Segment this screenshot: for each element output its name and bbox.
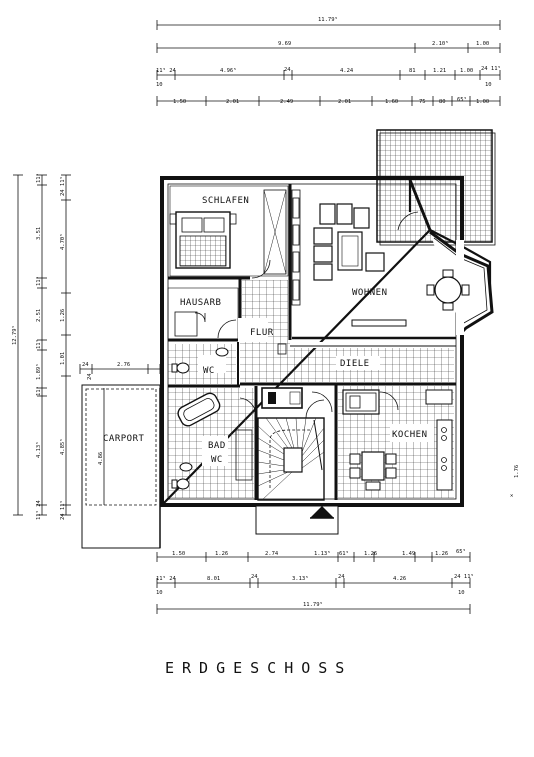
top-dim-4b: 2.01 — [226, 99, 239, 105]
terrace — [376, 129, 496, 246]
top-dim-3h-sub: 10 — [485, 82, 492, 88]
schlafen-room: SCHLAFEN — [168, 184, 292, 340]
left-dim-inner-0: 24 11⁵ — [59, 176, 66, 196]
bottom-dim-1i: 65⁵ — [456, 548, 466, 555]
left-dim-mid-7: 4.13⁵ — [35, 441, 42, 458]
bottom-dim-2c: 24 — [251, 574, 258, 580]
top-dim-4i: 1.00 — [476, 99, 489, 105]
bottom-dimensions: 1.50 1.26 2.74 1.13⁵ 61⁵ 1.26 1.49 1.26 … — [156, 548, 474, 614]
left-dim-mid-4: 11⁵ — [35, 339, 42, 349]
left-dim-inner-4: 4.85⁵ — [59, 438, 66, 455]
entrance-arrow-icon — [310, 506, 334, 518]
dining-table — [426, 269, 470, 311]
top-dim-2c: 1.00 — [476, 41, 489, 47]
room-label-bad-wc: WC — [211, 455, 223, 465]
top-dim-4c: 2.49 — [280, 99, 293, 105]
top-dim-total: 11.79⁵ — [318, 16, 338, 23]
kitchen-table — [361, 451, 385, 481]
bottom-dim-2e: 24 — [338, 574, 345, 580]
left-dim-mid-5: 1.89⁵ — [35, 363, 42, 380]
top-dim-4h: 65⁵ — [457, 96, 467, 103]
bottom-dim-2a-sub: 10 — [156, 590, 163, 596]
top-dim-3d: 4.24 — [340, 68, 354, 74]
bottom-dim-total: 11.79⁵ — [303, 601, 323, 608]
bottom-dim-1a: 1.50 — [172, 551, 185, 557]
top-dim-3g: 1.00 — [460, 68, 473, 74]
room-label-wc-top: WC — [203, 366, 215, 376]
right-dim-marks: ✕ — [510, 493, 513, 499]
top-dim-3a-sub: 10 — [156, 82, 163, 88]
hausarb-room: HAUSARB — [167, 278, 242, 342]
left-dim-mid-3: 2.51 — [36, 309, 42, 322]
bottom-dim-1b: 1.26 — [215, 551, 228, 557]
plan-title: ERDGESCHOSS — [165, 659, 352, 677]
room-label-hausarb: HAUSARB — [180, 298, 221, 308]
left-dim-mid-2: 11⁵ — [35, 276, 42, 286]
bottom-dim-1h: 1.26 — [435, 551, 448, 557]
left-dim-mid-8: 11⁵ 24 — [35, 499, 42, 520]
left-dimensions: 12.79⁵ 11⁵ 3.51 11⁵ 2.51 11⁵ 1.89⁵ 11⁵ 4… — [11, 173, 71, 520]
room-label-schlafen: SCHLAFEN — [202, 196, 249, 206]
entrance — [255, 505, 339, 535]
bathtub — [177, 392, 221, 427]
right-dim-0: 1.76 — [514, 465, 520, 478]
right-dimensions: 1.76 ✕ — [510, 465, 520, 499]
room-label-diele: DIELE — [340, 359, 370, 369]
bottom-dim-2g-sub: 10 — [458, 590, 465, 596]
top-dim-3f: 1.21 — [433, 68, 446, 74]
top-dim-3e: 81 — [409, 68, 416, 74]
room-label-flur: FLUR — [250, 328, 274, 338]
room-label-wohnen: WOHNEN — [352, 288, 388, 298]
left-dim-inner-3: 1.01 — [60, 352, 66, 365]
carport-dim-0: 24 — [82, 362, 89, 368]
room-label-carport: CARPORT — [103, 434, 145, 444]
bottom-dim-1e: 61⁵ — [339, 550, 349, 557]
bottom-dim-2g: 24 11⁵ — [454, 573, 474, 580]
bottom-dim-1g: 1.49 — [402, 551, 415, 557]
top-dim-2b: 2.10⁵ — [432, 40, 449, 47]
left-dim-inner-2: 1.26 — [60, 309, 66, 322]
carport: CARPORT — [81, 384, 161, 549]
top-dim-3h: 24 11⁵ — [481, 65, 501, 72]
top-dim-4a: 1.50 — [173, 99, 186, 105]
bottom-dim-1f: 1.26 — [364, 551, 377, 557]
room-label-kochen: KOCHEN — [392, 430, 428, 440]
staircase — [257, 387, 333, 501]
top-dim-4f: 75 — [419, 99, 426, 105]
top-dim-3a: 11⁵ 24 — [156, 67, 177, 74]
carport-dim-3: 4.86 — [98, 452, 104, 465]
left-dim-mid-0: 11⁵ — [35, 173, 42, 183]
carport-dim-2: 24 — [87, 373, 93, 380]
top-dim-4e: 1.60 — [385, 99, 398, 105]
wc-top-room: WC — [168, 342, 240, 388]
carport-dim-1: 2.76 — [117, 362, 130, 368]
top-dim-3b: 4.96⁵ — [220, 67, 237, 74]
left-dim-inner-5: 24 11⁵ — [59, 500, 66, 520]
bottom-dim-1d: 1.13⁵ — [314, 550, 331, 557]
bottom-dim-2d: 3.13⁵ — [292, 575, 309, 582]
top-dim-2a: 9.69 — [278, 41, 291, 47]
bottom-dim-2f: 4.26 — [393, 576, 406, 582]
top-dim-3c: 24 — [284, 67, 291, 73]
wohnen-room: WOHNEN — [291, 189, 470, 340]
left-dim-inner-1: 4.70⁵ — [59, 233, 66, 250]
top-dimensions: 11.79⁵ 9.69 2.10⁵ 1.00 11⁵ 24 10 4.96⁵ 2… — [156, 16, 501, 106]
left-dim-mid-6: 11⁵ — [35, 386, 42, 396]
diele-room: DIELE — [240, 342, 456, 386]
carport-dimensions: 24 2.76 24 4.86 — [79, 362, 161, 505]
top-dim-4g: 80 — [439, 99, 446, 105]
room-label-bad: BAD — [208, 441, 226, 451]
kochen-room: KOCHEN — [334, 384, 454, 500]
bad-room: BAD WC — [168, 386, 258, 500]
left-dim-mid-1: 3.51 — [36, 227, 42, 240]
flur-room: FLUR — [238, 280, 288, 355]
bottom-dim-1c: 2.74 — [265, 551, 279, 557]
bottom-dim-2b: 8.01 — [207, 576, 220, 582]
left-dim-outer: 12.79⁵ — [11, 325, 18, 345]
bottom-dim-2a: 11⁵ 24 — [156, 575, 177, 582]
top-dim-4d: 2.01 — [338, 99, 351, 105]
sofa-group — [313, 203, 385, 281]
